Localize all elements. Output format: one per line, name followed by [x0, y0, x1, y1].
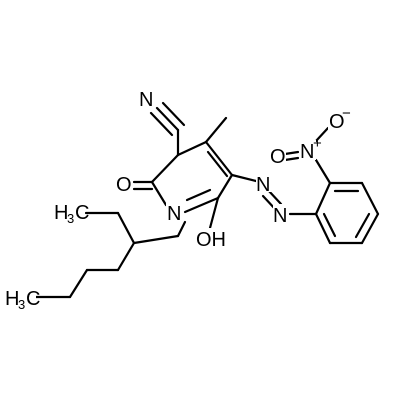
nitro-n-label: N — [300, 141, 314, 163]
methyl-bond — [204, 116, 228, 144]
nitro-o2-label: O — [329, 111, 345, 133]
phenyl-ring — [314, 181, 380, 245]
azo-n2-label: N — [273, 205, 287, 227]
carbonyl-o-label: O — [116, 174, 132, 196]
nitro-no-double — [283, 150, 300, 162]
pyridone-ring — [150, 140, 234, 214]
ring-n-label: N — [167, 203, 181, 225]
nitro-o2-charge: − — [342, 105, 351, 122]
carbonyl-bond — [132, 180, 154, 191]
nitrile-bond — [149, 101, 186, 137]
ethyl-ch3-sub: 3 — [67, 211, 74, 226]
butyl-ch3-c: C — [26, 288, 40, 310]
bond-c6-oh — [208, 196, 220, 230]
bond-phenyl-nitro — [314, 158, 332, 185]
ethylhexyl-chain — [34, 211, 187, 299]
butyl-ch3-h: H — [5, 288, 19, 310]
ethyl-ch3-h: H — [54, 202, 68, 224]
ethyl-ch3-c: C — [75, 202, 89, 224]
nitrile-n-label: N — [139, 89, 153, 111]
nitro-no-single — [314, 126, 330, 143]
bond-c5-n — [230, 173, 258, 183]
butyl-ch3-sub: 3 — [18, 297, 25, 312]
nitro-o-label: O — [270, 146, 286, 168]
hydroxyl-label: OH — [196, 229, 226, 251]
azo-n1-label: N — [256, 174, 270, 196]
nitro-n-charge: + — [313, 135, 322, 152]
atom-labels: N O N OH N N O N + O − H 3 C H 3 C — [4, 88, 351, 312]
